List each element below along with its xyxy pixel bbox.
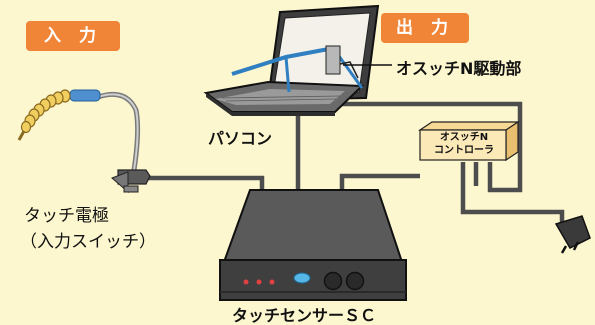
power-plug-icon xyxy=(554,215,591,254)
input-badge: 入 力 xyxy=(26,21,120,51)
cable-sensor-to-controller xyxy=(339,173,420,194)
controller-box-icon xyxy=(418,120,520,162)
cable-controller-to-plug xyxy=(460,162,565,224)
drive-unit-label: オスッチN駆動部 xyxy=(396,59,522,78)
clip-icon xyxy=(111,169,151,194)
controller-label: オスッチN コントローラ xyxy=(424,131,504,157)
controller-label-line2: コントローラ xyxy=(434,145,494,156)
touch-electrode-label-line1: タッチ電極 xyxy=(24,206,109,226)
touch-sensor-label: タッチセンサーＳＣ xyxy=(232,306,377,325)
drive-unit-icon xyxy=(231,45,392,93)
pc-label: パソコン xyxy=(208,129,273,148)
touch-probe-icon xyxy=(17,89,141,171)
touch-electrode-label-line2: （入力スイッチ） xyxy=(20,232,156,252)
laptop-icon xyxy=(203,4,380,116)
touch-electrode-label: タッチ電極 （入力スイッチ） xyxy=(20,203,156,255)
touch-sensor-box-icon xyxy=(219,189,407,301)
output-badge: 出 力 xyxy=(381,13,469,43)
cable-clip-to-sensor xyxy=(140,175,265,196)
controller-label-line1: オスッチN xyxy=(439,132,489,143)
